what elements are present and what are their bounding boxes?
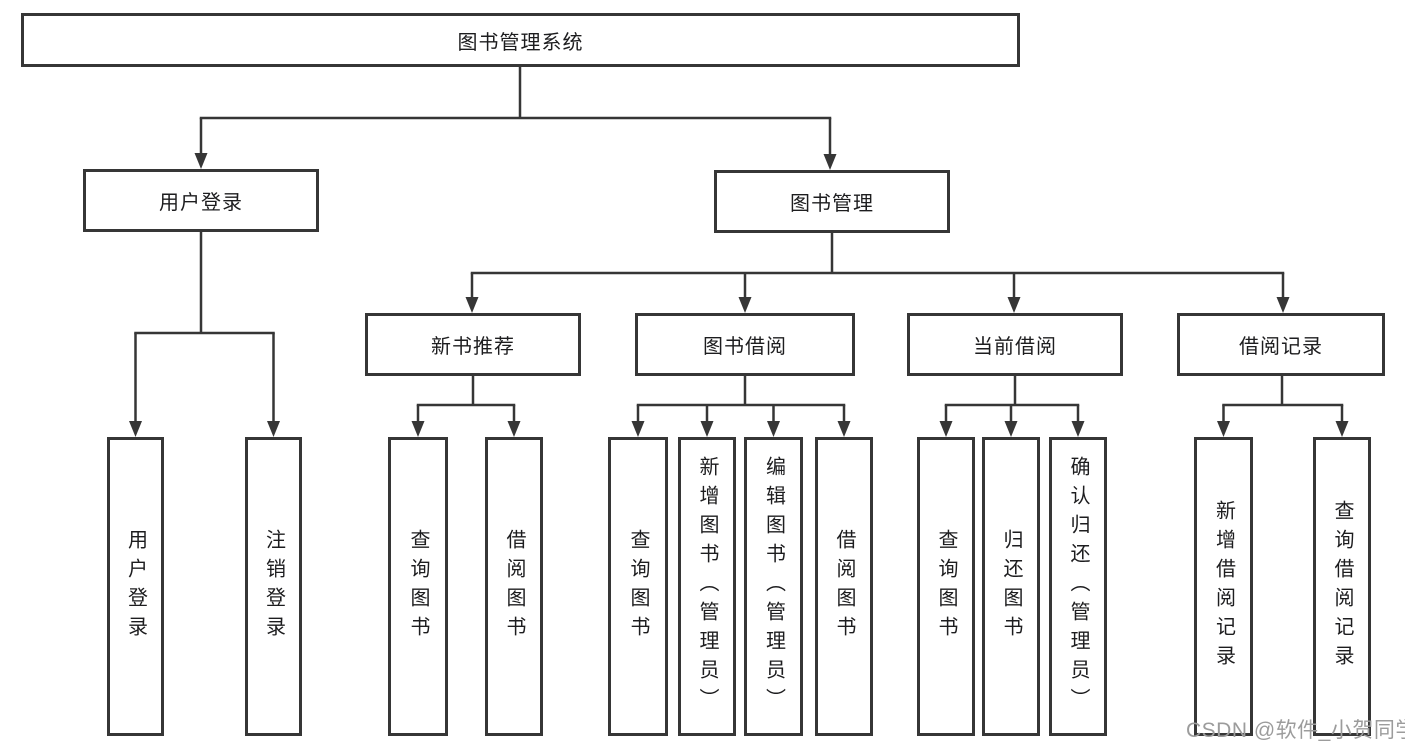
node-root-system: 图书管理系统 xyxy=(21,13,1020,67)
node-user-login: 用户登录 xyxy=(83,169,319,232)
node-user-login-label: 用户登录 xyxy=(159,192,243,214)
leaf-add-borrow-record-label: 新增借阅记录 xyxy=(1212,499,1235,674)
leaf-borrow-books-recommend: 借阅图书 xyxy=(485,437,543,736)
node-current-borrow: 当前借阅 xyxy=(907,313,1123,376)
leaf-edit-books-admin-label: 编辑图书︵管理员︶ xyxy=(762,456,785,717)
node-book-management: 图书管理 xyxy=(714,170,950,233)
leaf-query-books-current-label: 查询图书 xyxy=(935,528,957,645)
csdn-watermark: CSDN @软件_小贺同学 xyxy=(1186,719,1405,742)
node-root-label: 图书管理系统 xyxy=(457,31,584,54)
leaf-add-books-admin: 新增图书︵管理员︶ xyxy=(678,437,736,736)
leaf-query-borrow-record-label: 查询借阅记录 xyxy=(1331,499,1353,674)
leaf-logout-label: 注销登录 xyxy=(262,528,285,645)
leaf-logout: 注销登录 xyxy=(245,437,302,736)
leaf-query-books-borrow: 查询图书 xyxy=(608,437,668,736)
leaf-confirm-return-admin-label: 确认归还︵管理员︶ xyxy=(1067,456,1089,717)
node-book-borrow: 图书借阅 xyxy=(635,313,855,376)
leaf-borrow-books-recommend-label: 借阅图书 xyxy=(503,528,525,645)
leaf-query-books-recommend-label: 查询图书 xyxy=(407,528,429,645)
leaf-return-books-label: 归还图书 xyxy=(1000,528,1022,645)
node-new-book-recommend: 新书推荐 xyxy=(365,313,581,376)
leaf-user-login-label: 用户登录 xyxy=(124,528,147,645)
node-current-borrow-label: 当前借阅 xyxy=(973,336,1057,358)
leaf-query-borrow-record: 查询借阅记录 xyxy=(1313,437,1371,736)
leaf-edit-books-admin: 编辑图书︵管理员︶ xyxy=(744,437,803,736)
node-new-book-recommend-label: 新书推荐 xyxy=(431,336,515,358)
leaf-borrow-books-borrow-label: 借阅图书 xyxy=(833,528,855,645)
leaf-user-login: 用户登录 xyxy=(107,437,164,736)
node-borrow-records: 借阅记录 xyxy=(1177,313,1385,376)
node-borrow-records-label: 借阅记录 xyxy=(1239,336,1323,358)
leaf-confirm-return-admin: 确认归还︵管理员︶ xyxy=(1049,437,1107,736)
node-book-management-label: 图书管理 xyxy=(790,193,874,215)
leaf-query-books-borrow-label: 查询图书 xyxy=(627,528,649,645)
leaf-query-books-recommend: 查询图书 xyxy=(388,437,448,736)
node-book-borrow-label: 图书借阅 xyxy=(703,336,787,358)
leaf-add-borrow-record: 新增借阅记录 xyxy=(1194,437,1253,736)
leaf-return-books: 归还图书 xyxy=(982,437,1040,736)
leaf-query-books-current: 查询图书 xyxy=(917,437,975,736)
leaf-borrow-books-borrow: 借阅图书 xyxy=(815,437,873,736)
leaf-add-books-admin-label: 新增图书︵管理员︶ xyxy=(696,456,718,717)
